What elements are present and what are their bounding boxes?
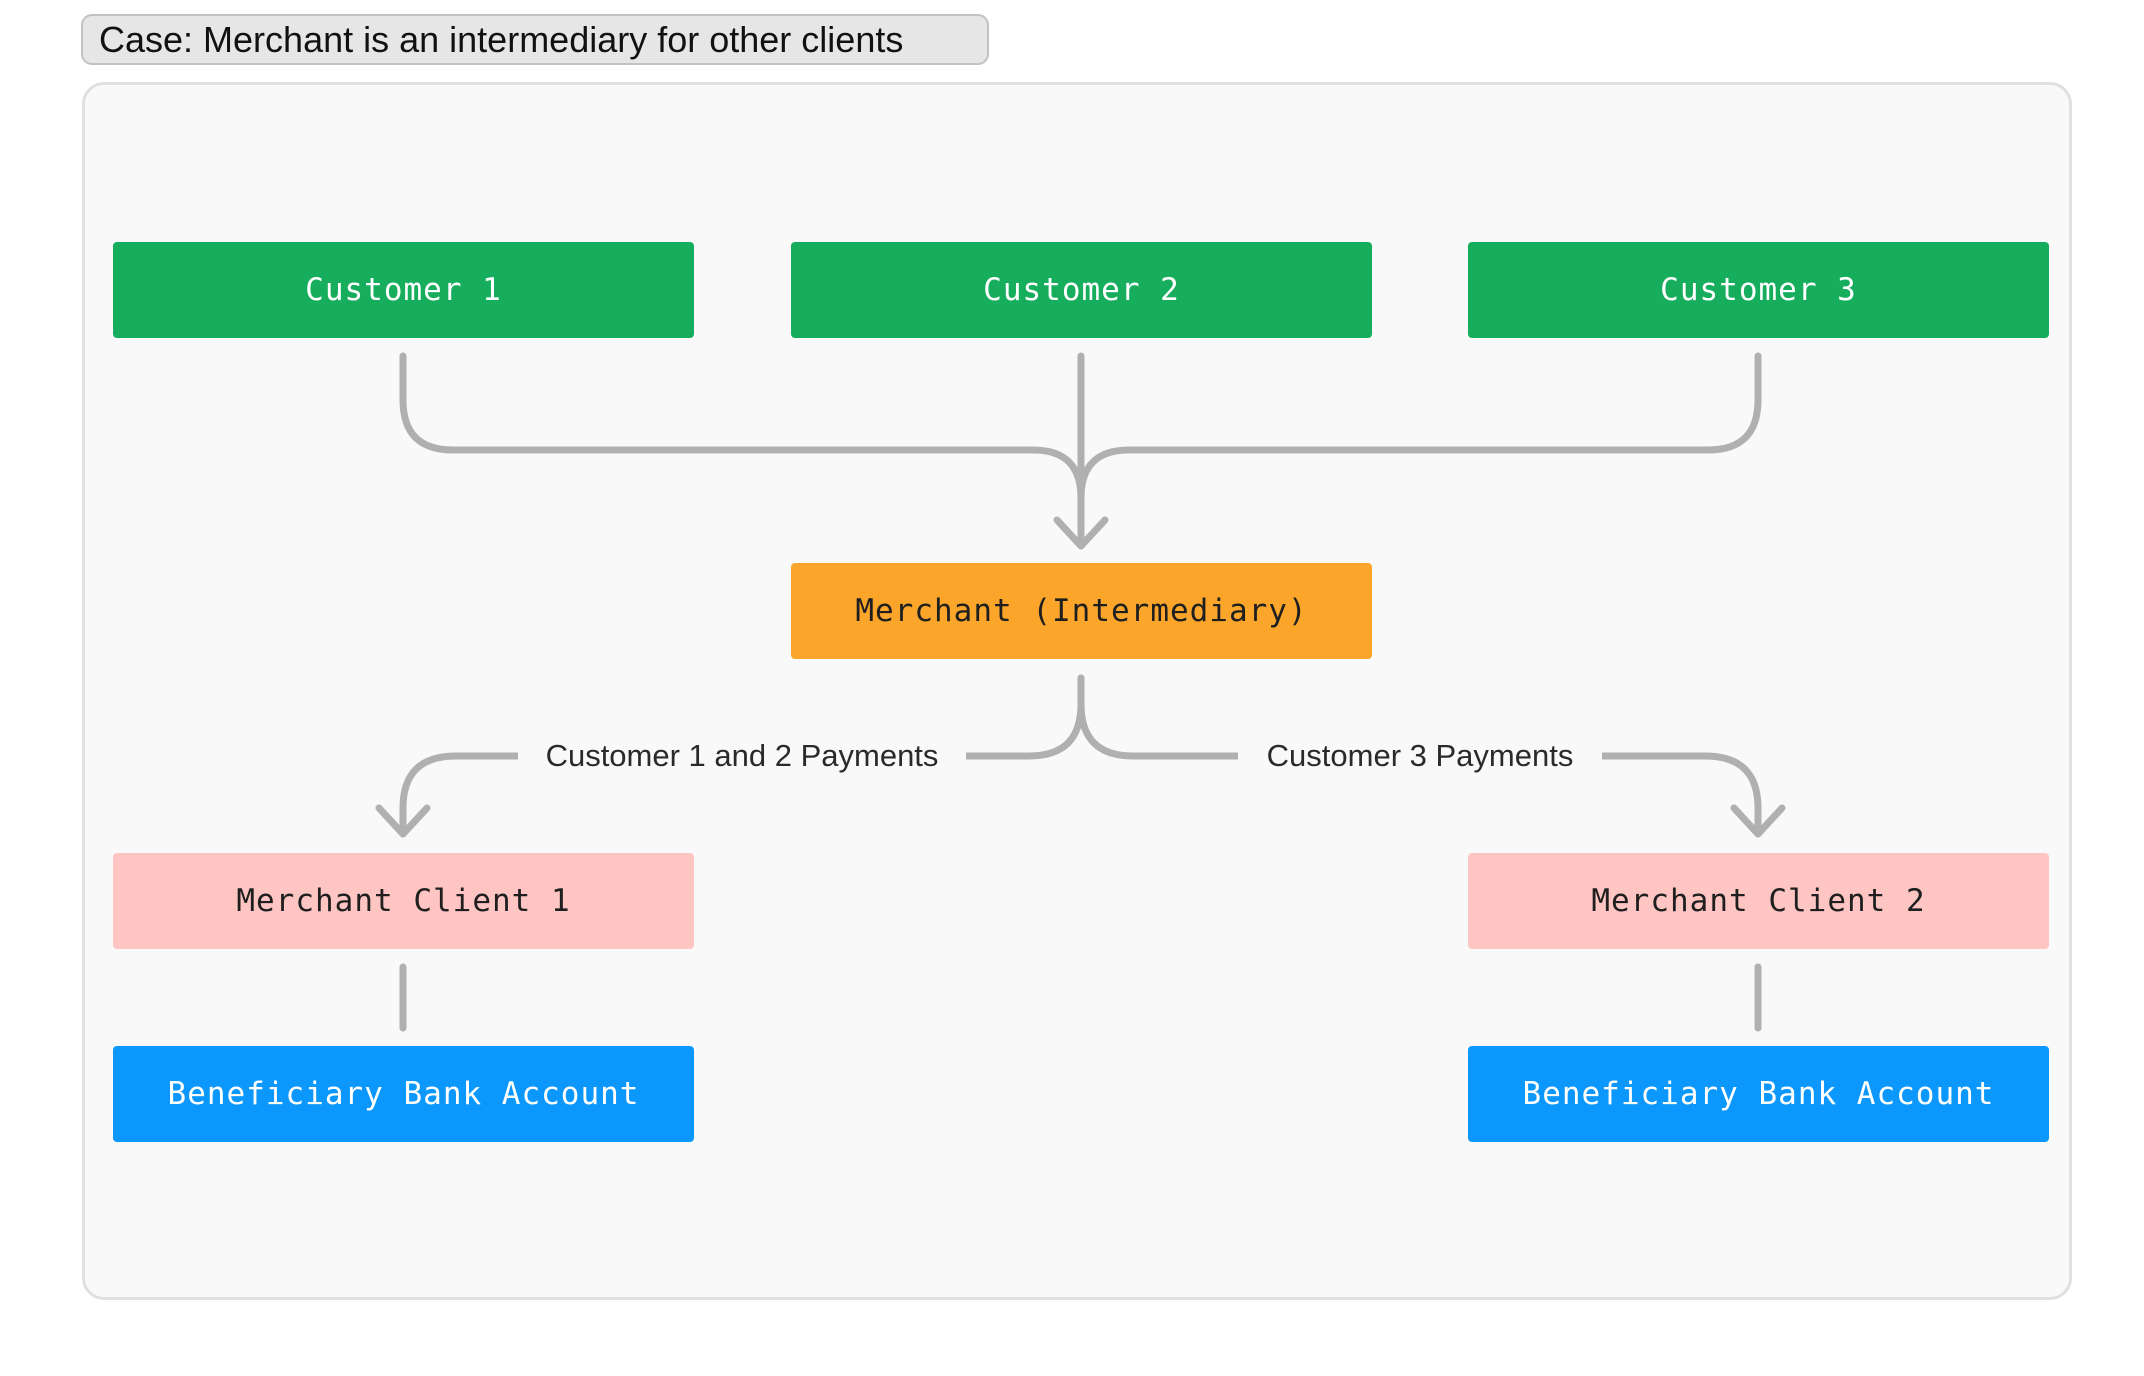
node-beneficiary-bank-account-1[interactable]: Beneficiary Bank Account	[113, 1046, 694, 1142]
node-customer-1[interactable]: Customer 1	[113, 242, 694, 338]
node-customer-3[interactable]: Customer 3	[1468, 242, 2049, 338]
connector-customer-1-to-merchant	[399, 352, 1085, 548]
arrowhead-merchant	[1053, 516, 1109, 550]
edge-label-client-2: Customer 3 Payments	[1238, 736, 1602, 776]
node-beneficiary-bank-account-2[interactable]: Beneficiary Bank Account	[1468, 1046, 2049, 1142]
node-merchant-intermediary[interactable]: Merchant (Intermediary)	[791, 563, 1372, 659]
arrowhead-client-1	[375, 804, 431, 838]
connector-customer-3-to-merchant	[1077, 352, 1762, 548]
edge-label-client-1: Customer 1 and 2 Payments	[518, 736, 966, 776]
node-merchant-client-1[interactable]: Merchant Client 1	[113, 853, 694, 949]
case-title: Case: Merchant is an intermediary for ot…	[81, 14, 989, 65]
arrowhead-client-2	[1730, 804, 1786, 838]
node-customer-2[interactable]: Customer 2	[791, 242, 1372, 338]
node-merchant-client-2[interactable]: Merchant Client 2	[1468, 853, 2049, 949]
